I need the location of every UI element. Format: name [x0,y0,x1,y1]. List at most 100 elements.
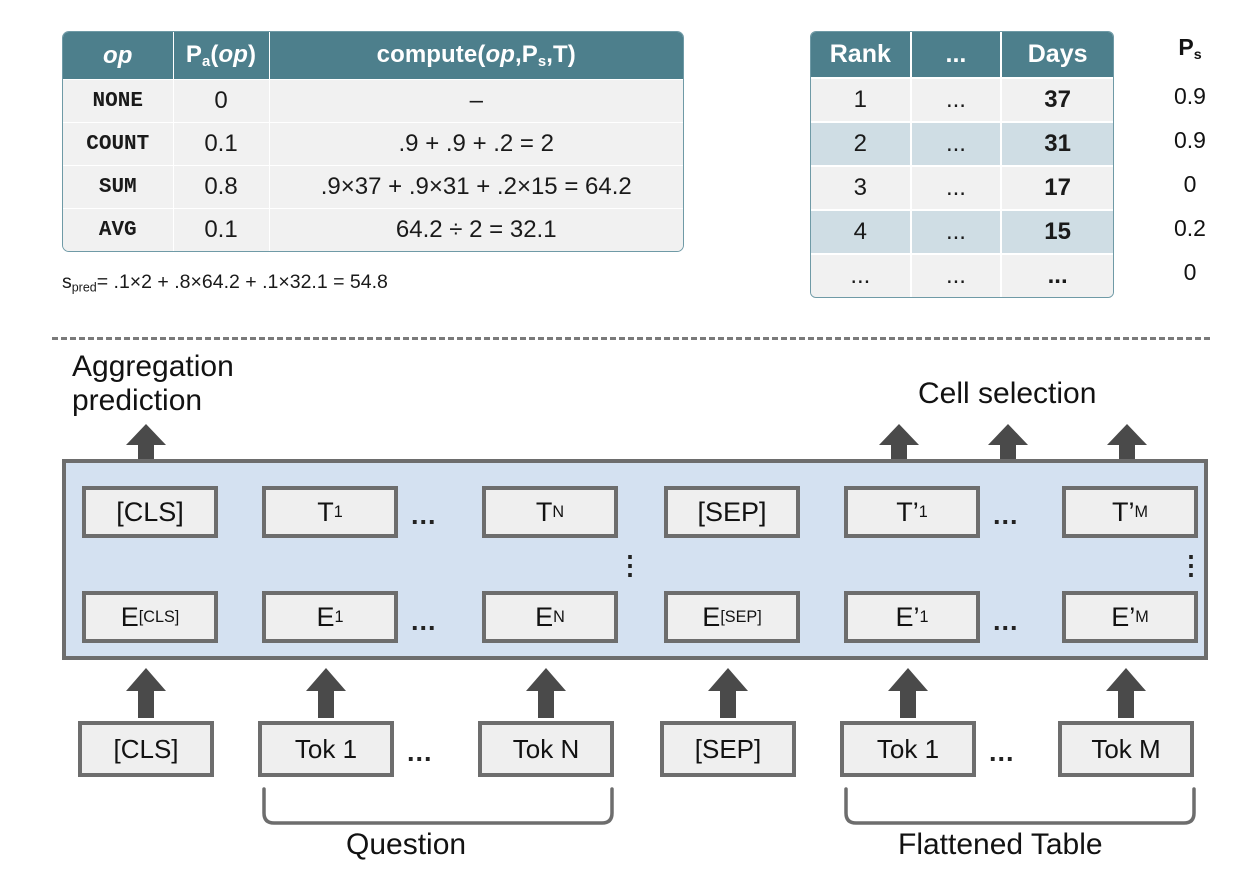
input-token-box-cls: [CLS] [78,721,214,777]
input-token-box-tok1-table: Tok 1 [840,721,976,777]
table-row: 1 ... 37 [811,77,1113,122]
ps-value: 0.9 [1174,126,1206,153]
vertical-ellipsis-middle: ⋮ [617,550,643,580]
column-header-op: op [63,32,174,80]
ps-value: 0.2 [1174,214,1206,241]
s-pred-symbol: s [62,271,72,293]
ellipsis-output-right: ... [993,500,1019,530]
s-pred-subscript: pred [71,280,97,295]
ellipsis-embedding-right: ... [993,606,1019,636]
s-pred-formula: spred= .1×2 + .8×64.2 + .1×32.1 = 54.8 [62,271,388,295]
cell-op: SUM [63,165,174,209]
cell-compute: – [269,79,683,123]
cell-days: 17 [1001,165,1113,210]
input-token-box-tok1-question: Tok 1 [258,721,394,777]
cell-compute: 64.2 ÷ 2 = 32.1 [269,208,683,252]
cell-pa: 0.8 [173,165,270,209]
up-arrow-icon-cell-3 [1106,424,1148,464]
table-row: 4 ... 15 [811,209,1113,254]
embedding-box-sep: E[SEP] [664,591,800,643]
cell-op: NONE [63,79,174,123]
cell-pa: 0 [173,79,270,123]
table-row: 3 ... 17 [811,165,1113,210]
cell-selection-label: Cell selection [918,377,1097,410]
cell-middle: ... [910,77,1003,122]
table-row: AVG 0.1 64.2 ÷ 2 = 32.1 [63,208,683,252]
column-header-rank: Rank [811,32,912,78]
flattened-table-group-label: Flattened Table [898,828,1103,861]
up-arrow-icon-input-5 [887,668,929,718]
up-arrow-icon-input-2 [305,668,347,718]
cell-compute: .9 + .9 + .2 = 2 [269,122,683,166]
cell-days: 15 [1001,209,1113,254]
input-token-box-sep: [SEP] [660,721,796,777]
ps-value: 0 [1183,170,1197,197]
aggregation-operator-table: op Pa(op) compute(op,Ps,T) NONE 0 – COUN… [62,31,684,253]
ellipsis-input-left: ... [407,737,433,767]
cell-rank: 3 [811,165,912,210]
column-header-pa: Pa(op) [173,32,270,80]
up-arrow-icon-input-3 [525,668,567,718]
output-token-box-t1-prime: T’1 [844,486,980,538]
cell-pa: 0.1 [173,208,270,252]
column-header-days: Days [1001,32,1113,78]
ps-value: 0 [1183,258,1197,285]
cell-middle: ... [910,209,1003,254]
cell-rank: 4 [811,209,912,254]
up-arrow-icon-input-6 [1105,668,1147,718]
section-divider [52,337,1210,340]
vertical-ellipsis-right: ⋮ [1178,550,1204,580]
table-row: 2 ... 31 [811,121,1113,166]
cell-days: 37 [1001,77,1113,122]
brace-flattened-table [844,787,1196,827]
s-pred-expression: = .1×2 + .8×64.2 + .1×32.1 = 54.8 [96,271,388,293]
output-token-box-sep: [SEP] [664,486,800,538]
up-arrow-icon-input-1 [125,668,167,718]
up-arrow-icon-cell-1 [878,424,920,464]
cell-op: AVG [63,208,174,252]
ps-probability-column: Ps 0.9 0.9 0 0.2 0 [1150,34,1230,294]
cell-op: COUNT [63,122,174,166]
column-header-middle: ... [910,32,1003,78]
ps-column-header: Ps [1178,34,1202,63]
embedding-box-em-prime: E’M [1062,591,1198,643]
input-token-box-tokm-table: Tok M [1058,721,1194,777]
up-arrow-icon-cell-2 [987,424,1029,464]
embedding-box-cls: E[CLS] [82,591,218,643]
table-row: ... ... ... [811,253,1113,297]
column-header-compute: compute(op,Ps,T) [269,32,683,80]
ellipsis-embedding-left: ... [411,606,437,636]
table-row: SUM 0.8 .9×37 + .9×31 + .2×15 = 64.2 [63,165,683,209]
cell-middle: ... [910,165,1003,210]
up-arrow-icon-input-4 [707,668,749,718]
cell-compute: .9×37 + .9×31 + .2×15 = 64.2 [269,165,683,209]
output-token-box-tm-prime: T’M [1062,486,1198,538]
ellipsis-output-left: ... [411,500,437,530]
table-row: NONE 0 – [63,79,683,123]
cell-days: 31 [1001,121,1113,166]
ps-value: 0.9 [1174,82,1206,109]
up-arrow-icon-aggregation [125,424,167,464]
ranked-days-table: Rank ... Days 1 ... 37 2 ... 31 3 ... 17 [810,31,1114,298]
cell-pa: 0.1 [173,122,270,166]
cell-middle: ... [910,253,1003,297]
aggregation-prediction-label: Aggregation prediction [72,350,234,418]
input-token-box-tokn-question: Tok N [478,721,614,777]
ellipsis-input-right: ... [989,737,1015,767]
cell-middle: ... [910,121,1003,166]
embedding-box-e1-prime: E’1 [844,591,980,643]
brace-question [262,787,614,827]
cell-rank: 1 [811,77,912,122]
table-row: COUNT 0.1 .9 + .9 + .2 = 2 [63,122,683,166]
cell-rank: ... [811,253,912,297]
question-group-label: Question [346,828,467,861]
cell-rank: 2 [811,121,912,166]
cell-days: ... [1001,253,1113,297]
output-token-box-cls: [CLS] [82,486,218,538]
table-header-row: Rank ... Days [811,32,1113,78]
